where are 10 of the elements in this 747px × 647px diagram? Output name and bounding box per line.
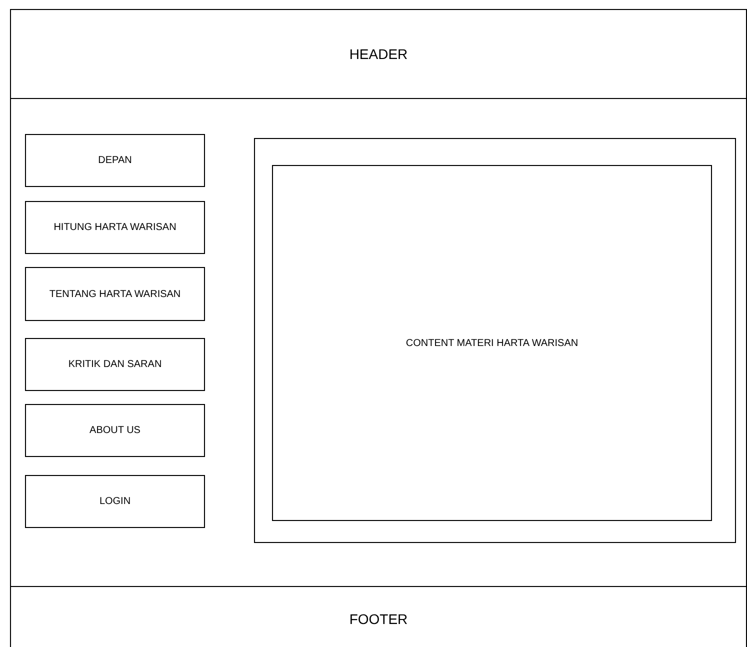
menu-button: TENTANG HARTA WARISAN <box>25 267 205 321</box>
menu-button: DEPAN <box>25 134 205 187</box>
menu-button: LOGIN <box>25 475 205 528</box>
menu-button: KRITIK DAN SARAN <box>25 338 205 391</box>
footer-bar: FOOTER <box>10 586 747 647</box>
content-panel: CONTENT MATERI HARTA WARISAN <box>272 165 712 521</box>
menu-button: ABOUT US <box>25 404 205 457</box>
header-bar: HEADER <box>10 9 747 99</box>
content-frame <box>254 138 736 543</box>
menu-button: HITUNG HARTA WARISAN <box>25 201 205 254</box>
